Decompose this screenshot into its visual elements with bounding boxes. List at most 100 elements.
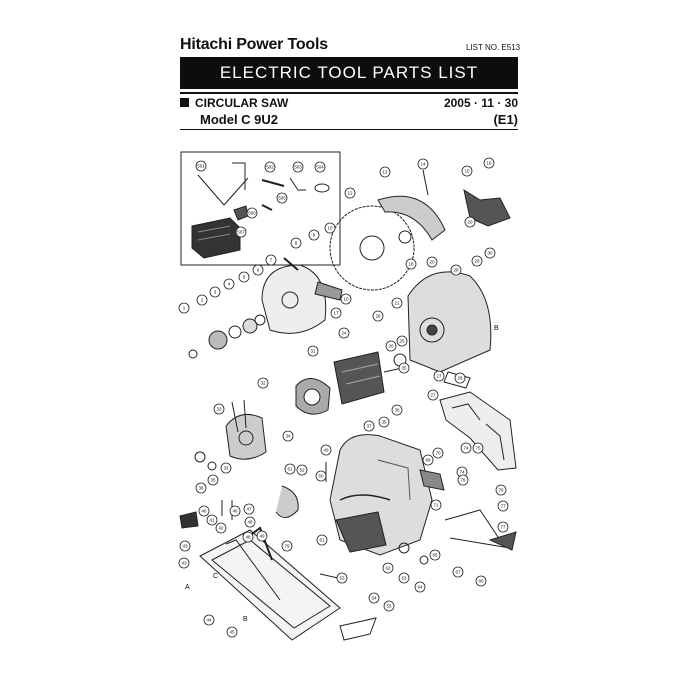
- callout-label: 30: [487, 251, 493, 256]
- callout-label: 24: [341, 331, 347, 336]
- callout-marker: 67: [452, 566, 464, 578]
- callout-label: 79: [284, 544, 290, 549]
- callout-marker: 20: [464, 216, 476, 228]
- side-letters: A B B C: [185, 325, 499, 623]
- callout-marker: 8: [290, 237, 302, 249]
- callout-marker: 64: [414, 581, 426, 593]
- callout-label: 69: [425, 458, 431, 463]
- callout-label: 28: [457, 376, 463, 381]
- callout-label: 63: [401, 576, 407, 581]
- callout-label: 507: [237, 230, 245, 235]
- callout-label: 5: [243, 275, 246, 280]
- callout-label: 13: [382, 170, 388, 175]
- product-row: CIRCULAR SAW 2005 · 11 · 30: [180, 96, 518, 110]
- callout-marker: 12: [344, 187, 356, 199]
- callout-label: 504: [316, 165, 324, 170]
- base-plate: [199, 526, 377, 641]
- callout-marker: 501: [195, 160, 207, 172]
- callout-label: 36: [198, 486, 204, 491]
- callout-label: 74: [459, 470, 465, 475]
- callout-marker: 61: [316, 534, 328, 546]
- callout-marker: 46: [229, 505, 241, 517]
- callout-marker: 9: [308, 229, 320, 241]
- callout-marker: 504: [314, 161, 326, 173]
- callout-marker: 24: [338, 327, 350, 339]
- motor-housing: [194, 399, 267, 471]
- callout-label: 62: [385, 566, 391, 571]
- callout-marker: 33: [213, 403, 225, 415]
- callout-label: 503: [294, 165, 302, 170]
- callout-label: 76: [498, 488, 504, 493]
- callout-label: 15: [464, 169, 470, 174]
- callout-label: 70: [435, 451, 441, 456]
- callout-marker: 49: [320, 444, 332, 456]
- callout-label: 37: [366, 424, 372, 429]
- callout-label: 33: [216, 407, 222, 412]
- callout-marker: 80: [475, 575, 487, 587]
- callout-marker: 21: [391, 297, 403, 309]
- callout-label: 48: [245, 535, 251, 540]
- callout-marker: 16: [483, 157, 495, 169]
- callout-label: 21: [394, 301, 400, 306]
- callout-marker: 20: [426, 256, 438, 268]
- callout-label: 10: [327, 226, 333, 231]
- callout-label: 17: [333, 311, 339, 316]
- brand-title: Hitachi Power Tools: [180, 36, 328, 53]
- callout-label: 44: [206, 618, 212, 623]
- callout-marker: 44: [203, 614, 215, 626]
- callout-marker: 65: [429, 549, 441, 561]
- callout-label: 505: [278, 196, 286, 201]
- callout-marker: 51: [284, 463, 296, 475]
- callout-label: 32: [260, 381, 266, 386]
- callout-label: 1: [183, 306, 186, 311]
- part-callouts: 501 502 503 504 505 506 507 14 16 13 15 …: [178, 157, 509, 638]
- callout-marker: 74: [460, 442, 472, 454]
- callout-label: 49: [259, 534, 265, 539]
- region-code: (E1): [493, 112, 518, 127]
- callout-label: 6: [257, 268, 260, 273]
- callout-marker: 41: [206, 514, 218, 526]
- callout-label: 33: [223, 466, 229, 471]
- callout-label: 46: [232, 509, 238, 514]
- issue-date: 2005 · 11 · 30: [443, 96, 518, 110]
- callout-label: 35: [210, 478, 216, 483]
- callout-marker: 37: [363, 420, 375, 432]
- callout-label: 35: [401, 366, 407, 371]
- bullet-square: [180, 98, 189, 107]
- callout-marker: 32: [257, 377, 269, 389]
- callout-marker: 15: [461, 165, 473, 177]
- callout-marker: 4: [223, 278, 235, 290]
- product-name: CIRCULAR SAW: [195, 96, 289, 110]
- callout-label: 41: [209, 518, 215, 523]
- armature-stator: [295, 351, 407, 415]
- header-rule-bottom: [180, 129, 518, 130]
- callout-label: 501: [197, 164, 205, 169]
- callout-label: 64: [417, 585, 423, 590]
- callout-label: 48: [247, 520, 253, 525]
- callout-label: 75: [460, 478, 466, 483]
- callout-label: 2: [201, 298, 204, 303]
- callout-label: 36: [394, 408, 400, 413]
- callout-marker: 75: [457, 474, 469, 486]
- callout-marker: 503: [292, 161, 304, 173]
- callout-label: 43: [182, 544, 188, 549]
- callout-marker: 54: [368, 592, 380, 604]
- callout-label: 71: [433, 503, 439, 508]
- callout-label: 3: [214, 290, 217, 295]
- callout-label: 54: [371, 596, 377, 601]
- callout-label: 35: [381, 420, 387, 425]
- callout-marker: 28: [471, 255, 483, 267]
- small-hardware: [179, 462, 517, 579]
- callout-marker: 33: [220, 462, 232, 474]
- callout-marker: 34: [282, 430, 294, 442]
- callout-marker: 75: [472, 442, 484, 454]
- letter-label: B: [494, 325, 499, 332]
- callout-label: 80: [478, 579, 484, 584]
- callout-label: 28: [375, 314, 381, 319]
- blade-assembly: [329, 169, 511, 291]
- callout-label: 50: [318, 474, 324, 479]
- callout-label: 47: [246, 507, 252, 512]
- callout-marker: 6: [252, 264, 264, 276]
- callout-label: 52: [299, 468, 305, 473]
